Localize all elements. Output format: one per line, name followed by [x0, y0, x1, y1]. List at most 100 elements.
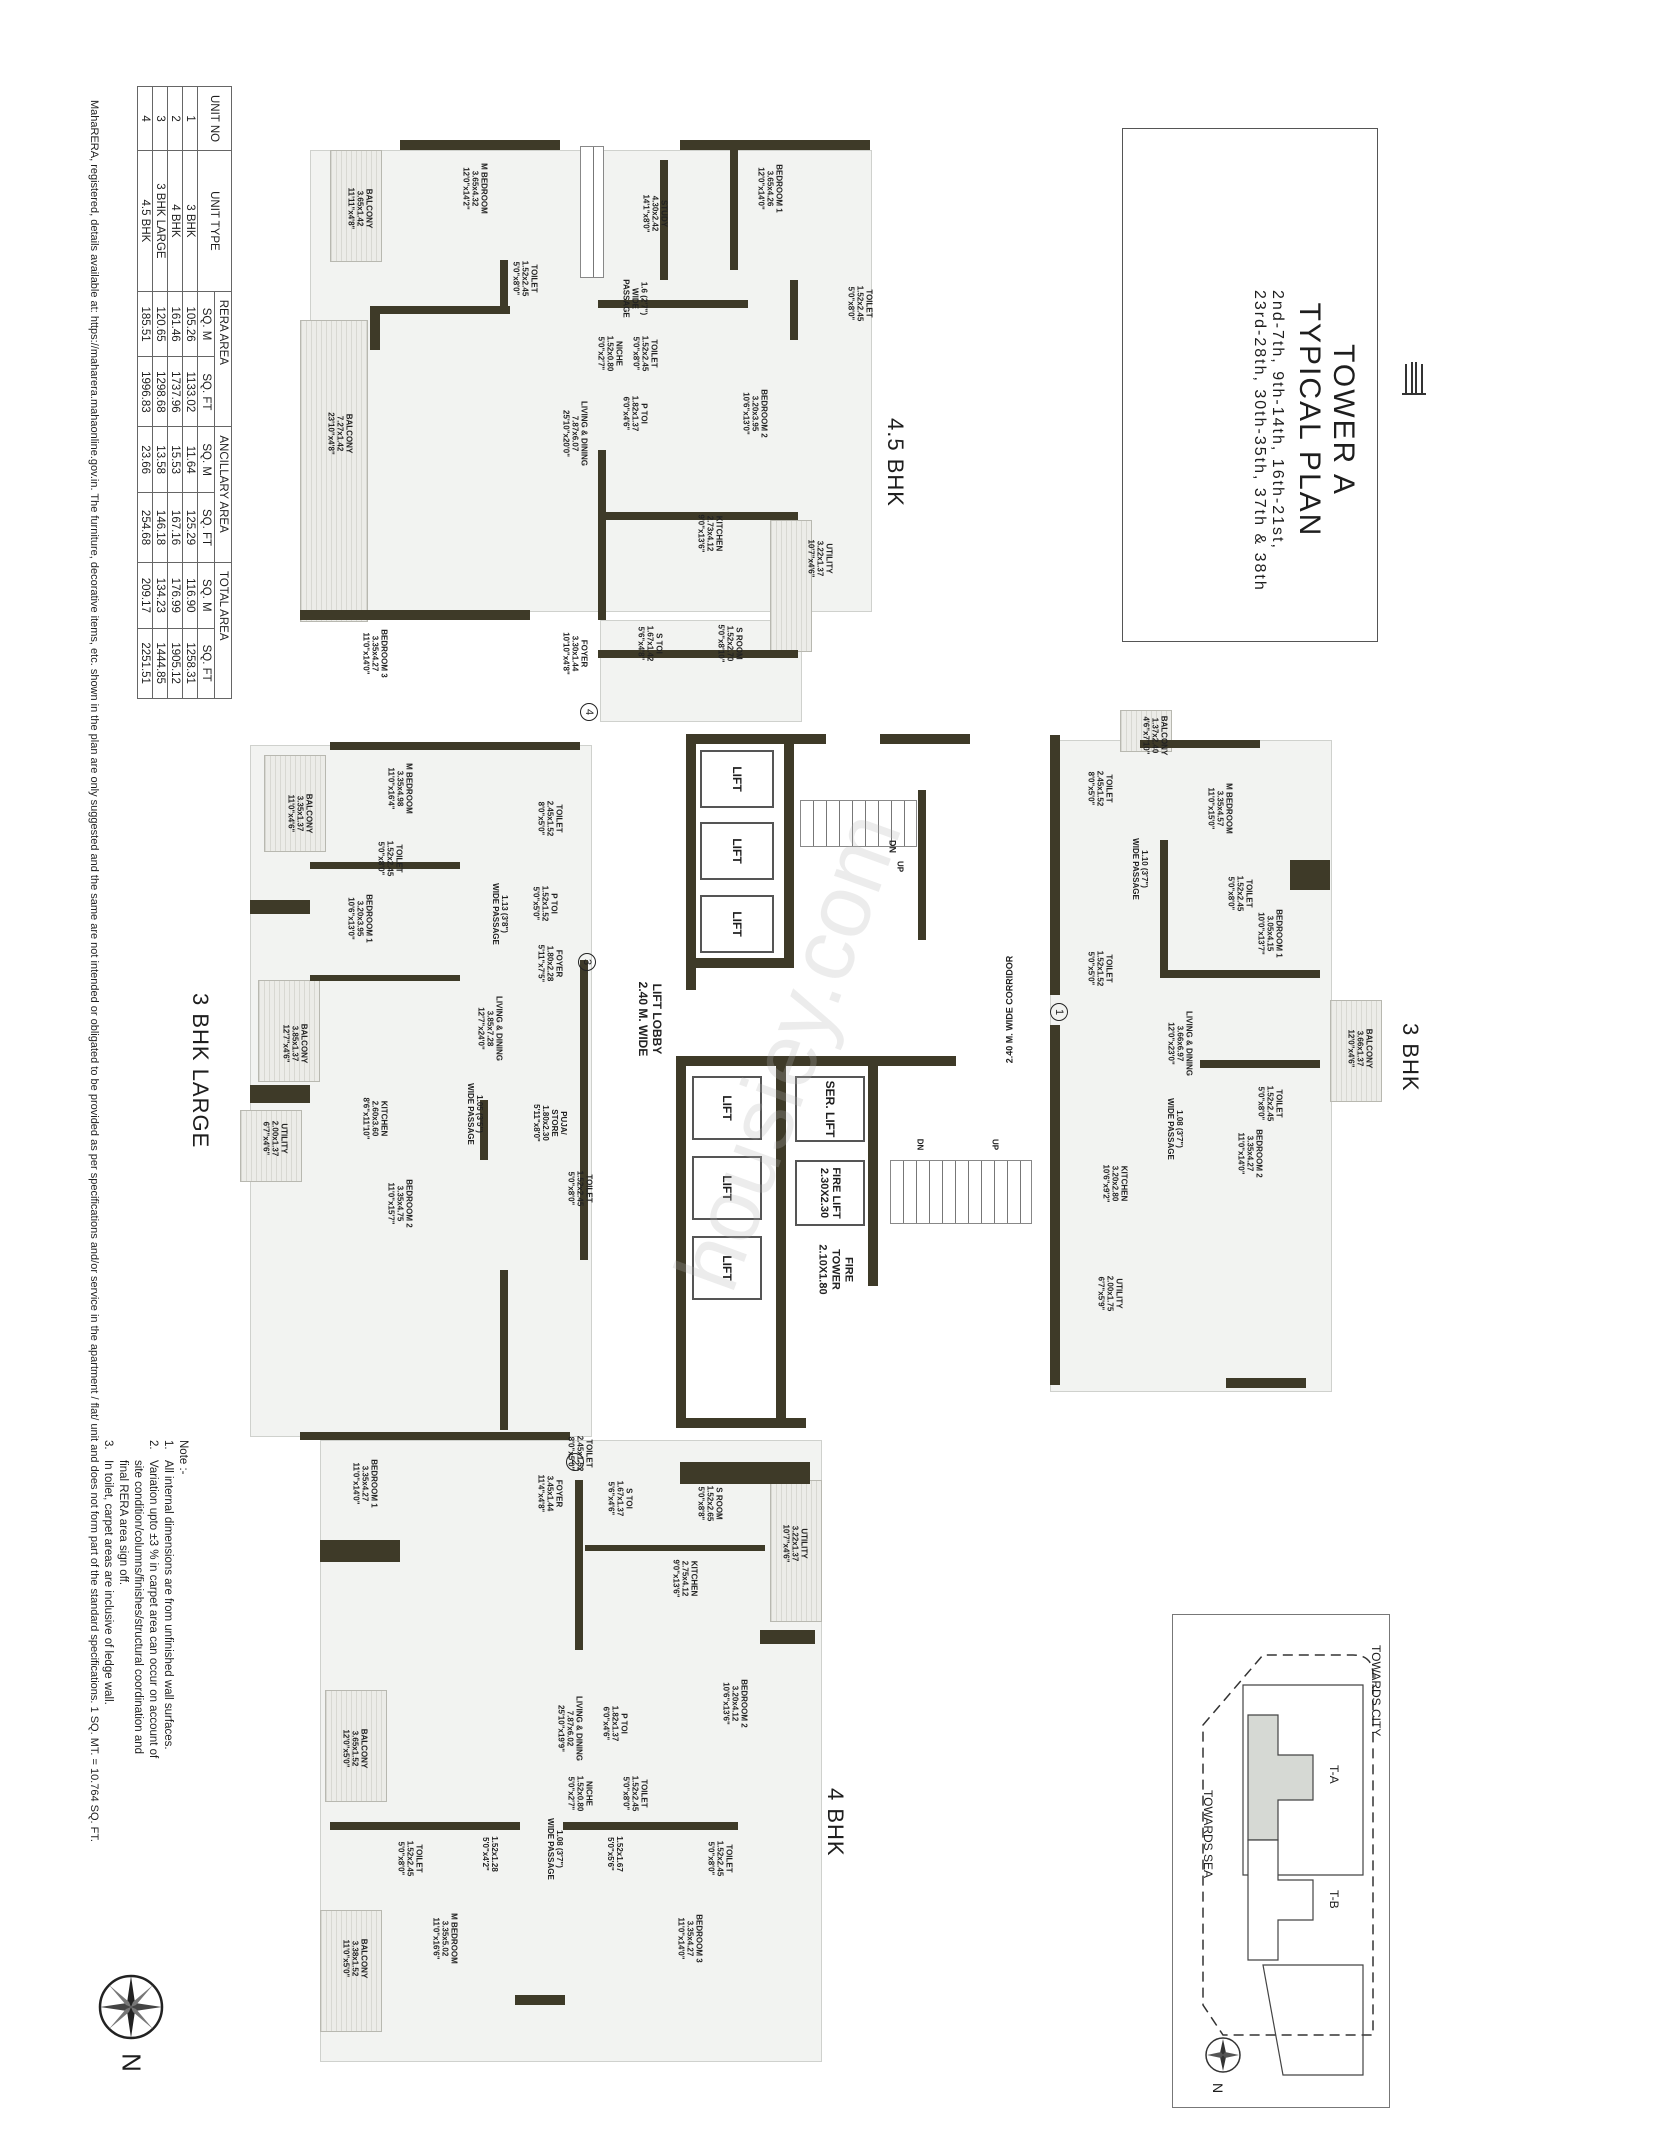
lift: LIFT: [692, 1076, 762, 1140]
room-label: P TOI 1.82x1.37 6'0"x4'6": [601, 1705, 629, 1742]
room-label: KITCHEN 3.20x2.80 10'6"x9'2": [1101, 1164, 1129, 1203]
floors-line: 23rd-28th, 30th-35th, 37th & 38th: [1251, 290, 1268, 592]
room-label: NICHE 1.52x0.80 5'0"x2'7": [596, 335, 624, 372]
stair-up-label: UP: [990, 1138, 1000, 1151]
room-label: 1.13 (3'8") WIDE PASSAGE: [491, 883, 509, 945]
towards-city-label: TOWARDS CITY: [1369, 1645, 1383, 1737]
room-label: BALCONY 3.35x1.37 11'0"x4'6": [286, 793, 314, 834]
site-outline-icon: [1202, 1654, 1374, 2076]
room-label: M BEDROOM 3.65x4.32 12'0"x14'2": [461, 163, 489, 214]
unit-name-label: 4.5 BHK: [883, 418, 908, 507]
service-lift: SER. LIFT: [795, 1076, 865, 1142]
room-label: P TOI 1.52x1.52 5'0"x5'0": [531, 885, 559, 922]
room-label: P TOI 1.82x1.37 6'0"x4'6": [621, 395, 649, 432]
title-block-text: TOWER A TYPICAL PLAN 2nd-7th, 9th-14th, …: [1250, 290, 1360, 592]
room-label: BALCONY 3.66x1.37 12'0"x4'6": [1346, 1028, 1374, 1069]
room-label: LIVING & DINING 3.85x7.28 12'7"x24'0": [476, 996, 504, 1061]
lift: LIFT: [700, 895, 774, 953]
room-label: BALCONY 7.27x1.42 23'10"x4'8": [326, 412, 354, 455]
room-label: TOILET 1.52x2.45 5'0"x8'0": [566, 1170, 594, 1207]
page-subtitle: TYPICAL PLAN: [1293, 302, 1326, 538]
room-label: BEDROOM 3 3.35x4.27 11'0"x14'0": [361, 629, 389, 678]
room-label: LIVING & DINING 7.87x6.07 25'10"x20'0": [561, 401, 589, 466]
tower-a-label: T-A: [1327, 1765, 1341, 1784]
compass-main: N: [96, 1972, 166, 2072]
room-label: TOILET 1.52x2.45 5'0"x8'0": [396, 1840, 424, 1877]
title-block: [1122, 128, 1378, 642]
room-label: BEDROOM 2 3.20x4.12 10'6"x13'6": [721, 1679, 749, 1728]
room-label: KITCHEN 2.75x4.12 9'0"x13'6": [671, 1559, 699, 1598]
room-label: 1.08 (3'7") WIDE PASSAGE: [1166, 1098, 1184, 1160]
unit-number-badge: 2: [566, 1453, 584, 1471]
room-label: NICHE 1.52x0.80 5'0"x2'7": [566, 1775, 594, 1812]
room-label: BALCONY 1.37x2.40 4'6"x7'10": [1141, 715, 1169, 756]
building-logo-icon: [1400, 360, 1428, 396]
room-label: M BEDROOM 3.35x4.57 11'0"x15'0": [1206, 783, 1234, 834]
room-label: M BEDROOM 3.35x4.98 11'0"x16'4": [386, 763, 414, 814]
room-label: BEDROOM 1 3.20x3.95 10'6"x13'0": [346, 894, 374, 943]
room-label: 1.10 (3'7") WIDE PASSAGE: [1131, 838, 1149, 900]
floors-line: 2nd-7th, 9th-14th, 16th-21st,: [1269, 290, 1286, 550]
fire-tower-label: FIRE TOWER 2.10X1.80: [816, 1244, 855, 1295]
room-label: UTILITY 3.22x1.37 10'7"x4'6": [806, 539, 834, 578]
room-label: TOILET 1.52x2.45 5'0"x8'0": [1226, 875, 1254, 912]
room-label: S ROOM 1.52x2.65 5'0"x8'8": [696, 1485, 724, 1522]
room-label: BALCONY 3.65x1.42 11'11"x4'8": [346, 187, 374, 230]
lift: LIFT: [700, 750, 774, 808]
room-label: TOILET 2.45x1.52 8'0"x5'0": [1086, 770, 1114, 807]
room-label: LIVING & DINING 3.66x6.97 12'0"x23'0": [1166, 1011, 1194, 1076]
room-label: BEDROOM 2 3.20x3.95 10'6"x13'0": [741, 389, 769, 438]
room-label: TOILET 1.52x2.45 5'0"x8'0": [706, 1840, 734, 1877]
room-label: 1.08 (3'7") WIDE PASSAGE: [546, 1818, 564, 1880]
room-label: KITCHEN 2.73x4.12 9'0"x13'6": [696, 514, 724, 553]
room-label: 1.6 (2'7") WIDE PASSAGE: [621, 279, 649, 318]
stair-dn-label: DN: [915, 1138, 925, 1151]
room-label: BEDROOM 1 3.05x4.15 10'0"x13'7": [1256, 909, 1284, 958]
corridor-label: 2.40 M. WIDE CORRIDOR: [1004, 955, 1015, 1064]
room-label: BALCONY 3.38x1.52 11'0"x5'0": [341, 1938, 369, 1979]
room-label: BEDROOM 2 3.35x4.75 11'0"x15'7": [386, 1179, 414, 1228]
room-label: FOYER 3.45x1.44 11'4"x4'8": [536, 1474, 564, 1513]
room-label: M BEDROOM 3.35x5.02 11'0"x16'6": [431, 1913, 459, 1964]
room-label: BEDROOM 1 3.35x4.27 11'0"x14'0": [351, 1459, 379, 1508]
room-label: UTILITY 3.22x1.37 10'7"x4'6": [781, 1524, 809, 1563]
compass-rose-icon: [98, 1974, 164, 2040]
lift: LIFT: [700, 822, 774, 880]
room-label: S TOI 1.67x1.42 5'6"x4'8": [636, 625, 664, 662]
room-label: PUJA/ STORE 1.80x2.30 5'11"x8'0": [532, 1104, 568, 1142]
room-label: FOYER 1.80x2.28 5'11"x7'5": [536, 944, 564, 983]
lift: LIFT: [692, 1236, 762, 1300]
unit-number-badge: 4: [580, 703, 598, 721]
room-label: 1.05 (3'5") WIDE PASSAGE: [466, 1083, 484, 1145]
room-label: TOILET 1.52x2.45 5'0"x8'0": [621, 1775, 649, 1812]
unit-number-badge: 3: [578, 953, 596, 971]
room-label: TOILET 1.52x2.45 5'0"x8'0": [846, 285, 874, 322]
room-label: BALCONY 3.65x1.52 12'0"x5'0": [341, 1728, 369, 1769]
room-label: STUDY 4.30x2.42 14'1"x8'0": [641, 194, 669, 233]
room-label: 1.52x1.67 5'0"x5'6": [606, 1836, 624, 1872]
room-label: S ROOM 1.52x2.70 5'0"x8'10": [716, 624, 744, 663]
room-label: UTILITY 2.00x1.75 6'7"x5'9": [1096, 1275, 1124, 1312]
room-label: BEDROOM 3 3.35x4.27 11'0"x14'0": [676, 1914, 704, 1963]
fire-lift: FIRE LIFT 2.30X2.30: [795, 1160, 865, 1226]
room-label: UTILITY 2.00x1.37 6'7"x4'6": [261, 1120, 289, 1157]
north-label-small: N: [1210, 2082, 1227, 2094]
page-title: TOWER A: [1327, 344, 1360, 496]
unit-name-label: 4 BHK: [823, 1788, 848, 1857]
room-label: TOILET 1.52x2.45 5'0"x8'0": [631, 335, 659, 372]
lift: LIFT: [692, 1156, 762, 1220]
room-label: FOYER 3.30x1.44 10'10"x4'8": [561, 632, 589, 675]
room-label: KITCHEN 2.60x3.60 8'6"x11'10": [361, 1097, 389, 1140]
unit-number-badge: 1: [1050, 1003, 1068, 1021]
room-label: S TOI 1.67x1.37 5'6"x4'6": [606, 1480, 634, 1517]
room-label: TOILET 1.52x2.45 5'0"x8'0": [511, 260, 539, 297]
room-label: TOILET 1.52x1.52 5'0"x5'0": [1086, 950, 1114, 987]
unit-name-label: 3 BHK: [1398, 1023, 1423, 1092]
room-label: BALCONY 3.85x1.37 12'7"x4'6": [281, 1023, 309, 1064]
tower-b-label: T-B: [1327, 1890, 1341, 1909]
towards-sea-label: TOWARDS SEA: [1201, 1790, 1215, 1879]
room-label: BEDROOM 2 3.35x4.27 11'0"x14'0": [1236, 1129, 1264, 1178]
room-label: TOILET 2.45x1.52 8'0"x5'0": [536, 800, 564, 837]
compass-small-icon: [1205, 2037, 1241, 2073]
